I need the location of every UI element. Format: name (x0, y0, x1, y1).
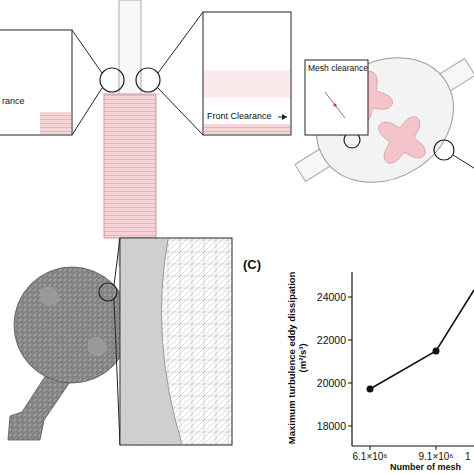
axis-title: Number of mesh (390, 462, 461, 472)
tick-label: 20000 (317, 377, 346, 389)
mesh-model (8, 238, 232, 445)
cut-label: rance (2, 96, 25, 106)
panel-letter: (C) (243, 258, 261, 273)
clearance-label: Front Clearance (207, 111, 272, 121)
axis-title: Maximum turbulence eddy dissipation (m²/… (287, 266, 309, 450)
rotor-lobe (379, 117, 425, 163)
chart-axes (348, 272, 474, 450)
clearance-label: Mesh clearance (308, 64, 368, 74)
pump-side-view (0, 0, 291, 266)
tick-label: 22000 (317, 334, 346, 346)
tick-label: 6.1×10⁶ (353, 451, 388, 463)
tick-label: 18000 (317, 420, 346, 432)
tick-label: 24000 (317, 291, 346, 303)
rotor-housing (293, 33, 474, 208)
tick-label: 1 (465, 451, 471, 463)
tick-label: 9.1×10⁶ (419, 451, 454, 463)
